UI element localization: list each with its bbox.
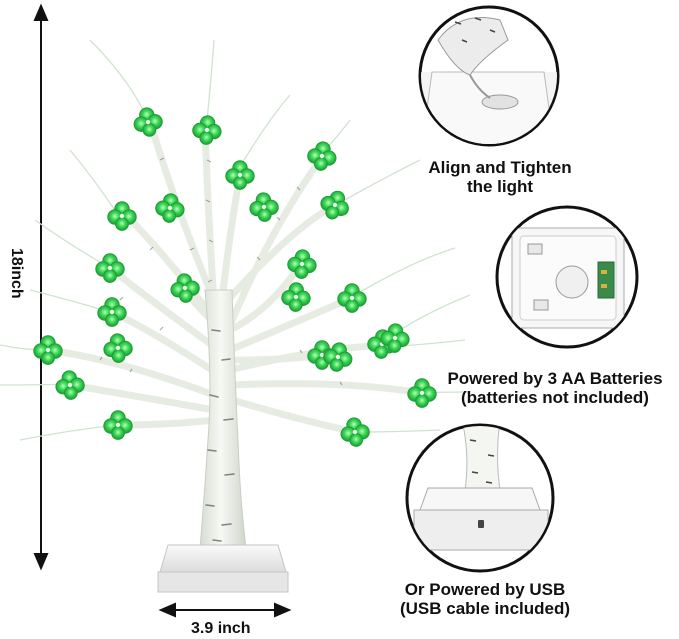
callout-align-circle xyxy=(418,5,560,147)
battery-box-icon xyxy=(511,227,625,329)
callout-align-line2: the light xyxy=(466,177,534,197)
led-bulb xyxy=(109,309,115,315)
callout-usb-line2: (USB cable included) xyxy=(399,599,571,619)
callout-battery-caption: Powered by 3 AA Batteries (batteries not… xyxy=(431,369,679,407)
led-bulb xyxy=(392,335,398,341)
callout-battery-line2: (batteries not included) xyxy=(461,388,649,408)
led-bulb xyxy=(119,213,125,219)
led-bulb xyxy=(349,295,355,301)
led-bulb xyxy=(237,172,243,178)
led-bulb xyxy=(45,347,51,353)
led-bulb xyxy=(167,205,173,211)
width-dimension-line xyxy=(158,602,292,618)
led-bulb xyxy=(293,294,299,300)
width-label: 3.9 inch xyxy=(191,620,251,637)
led-bulb xyxy=(299,261,305,267)
trunk-bark-marks xyxy=(205,329,235,542)
shamrock-lights xyxy=(33,105,437,449)
callout-battery-line1: Powered by 3 AA Batteries xyxy=(447,369,663,388)
callout-battery-circle xyxy=(495,205,639,349)
led-bulb xyxy=(261,204,267,210)
led-bulb xyxy=(335,354,341,360)
callout-align-line1: Align and Tighten xyxy=(428,158,572,177)
callout-usb-caption: Or Powered by USB (USB cable included) xyxy=(380,580,590,618)
led-bulb xyxy=(204,127,210,133)
led-bulb xyxy=(115,345,121,351)
led-bulb xyxy=(332,202,338,208)
led-bulb xyxy=(115,422,121,428)
led-bulb xyxy=(107,265,113,271)
led-bulb xyxy=(182,285,188,291)
callout-align-caption: Align and Tighten the light xyxy=(410,158,590,196)
led-bulb xyxy=(319,352,325,358)
led-bulb xyxy=(352,429,358,435)
led-bulb xyxy=(145,119,151,125)
led-bulb xyxy=(319,153,325,159)
led-bulb xyxy=(419,390,425,396)
callout-usb-line1: Or Powered by USB xyxy=(404,580,566,599)
usb-port-icon xyxy=(478,520,484,528)
height-label: 18inch xyxy=(8,248,25,299)
callout-usb-circle xyxy=(405,423,555,573)
tree-base xyxy=(157,544,289,593)
height-dimension-line xyxy=(33,3,49,571)
led-bulb xyxy=(67,382,73,388)
